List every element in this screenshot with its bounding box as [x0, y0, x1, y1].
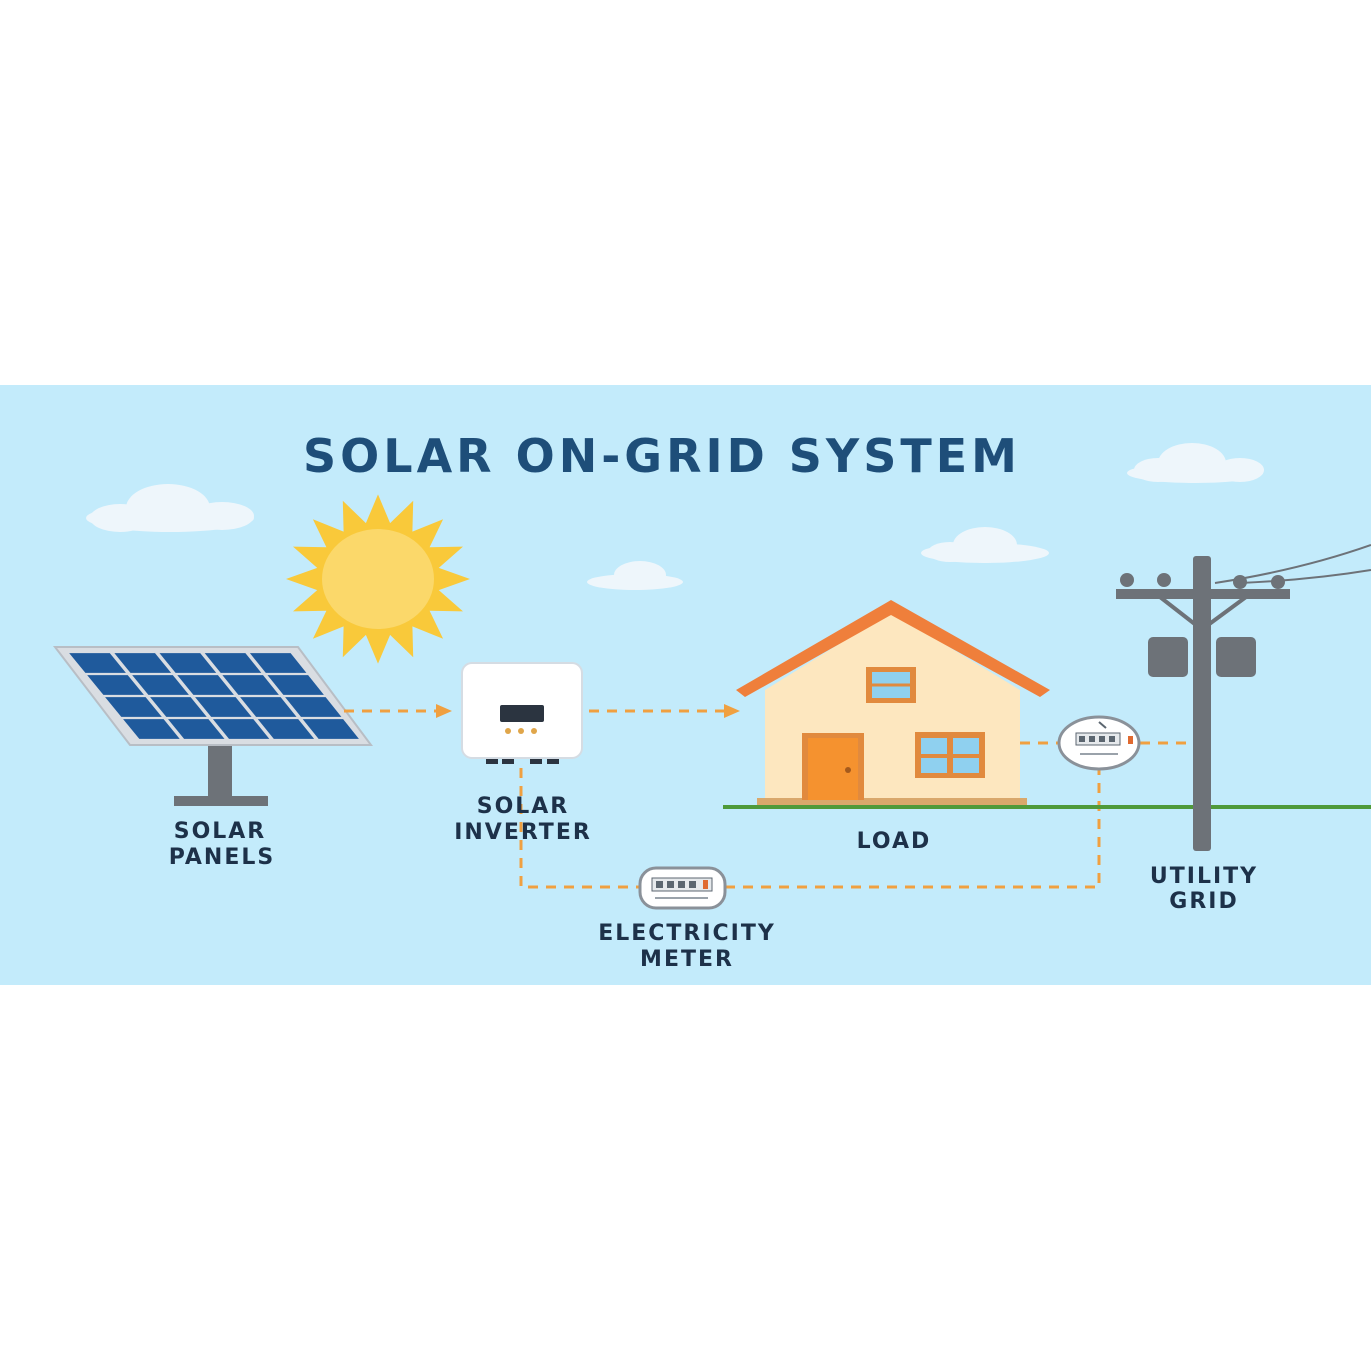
panel-cell: [168, 719, 225, 739]
panel-cell: [123, 719, 180, 739]
solar-inverter-icon: [461, 662, 583, 764]
house-meter-icon: [1057, 715, 1141, 771]
cloud-left: [86, 484, 254, 532]
panel-cell: [159, 653, 217, 673]
solar-panel-icon: [52, 646, 373, 806]
panel-cell: [69, 653, 126, 673]
label-utility-grid-line1: UTILITY: [1150, 864, 1258, 889]
electricity-meter-icon: [638, 866, 727, 910]
label-electricity-meter-line1: ELECTRICITY: [598, 921, 776, 946]
ground-line: [723, 805, 1371, 809]
diagram-title: SOLAR ON-GRID SYSTEM: [303, 429, 1021, 483]
panel-cell: [222, 675, 279, 695]
label-load: LOAD: [857, 829, 932, 854]
panel-cell: [114, 653, 172, 673]
panel-cell: [195, 697, 252, 717]
label-solar-inverter-line1: SOLAR: [477, 794, 570, 819]
label-electricity-meter-line2: METER: [640, 947, 734, 972]
house-icon: [736, 600, 1050, 806]
label-solar-panels-line2: PANELS: [169, 845, 275, 870]
panel-cell: [204, 653, 262, 673]
panel-cell: [150, 697, 207, 717]
utility-pole-icon: [1116, 544, 1371, 851]
sun-icon: [286, 494, 470, 664]
panel-cell: [267, 675, 324, 695]
cloud-mid-1: [921, 527, 1049, 563]
panel-cell: [177, 675, 234, 695]
panel-cell: [285, 697, 342, 717]
panel-cell: [302, 719, 359, 739]
arrow-to-house-icon: [724, 704, 740, 718]
panel-cell: [240, 697, 297, 717]
panel-cell: [105, 697, 162, 717]
label-utility-grid-line2: GRID: [1169, 889, 1238, 914]
arrow-to-inverter-icon: [436, 704, 452, 718]
panel-cell: [249, 653, 307, 673]
cloud-mid-2: [587, 561, 683, 590]
cloud-right: [1127, 443, 1264, 483]
label-solar-panels-line1: SOLAR: [174, 819, 267, 844]
panel-cell: [87, 675, 144, 695]
label-solar-inverter-line2: INVERTER: [454, 820, 592, 845]
flow-arrows: [436, 704, 740, 718]
panel-cell: [257, 719, 315, 739]
panel-cell: [212, 719, 270, 739]
panel-cell: [132, 675, 189, 695]
